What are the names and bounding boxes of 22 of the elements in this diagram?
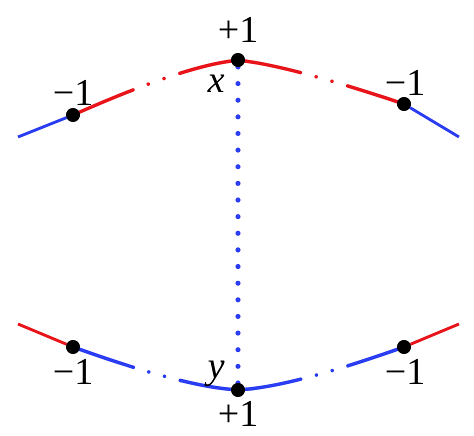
- vertex-dot: [397, 340, 411, 354]
- variable-label: x: [208, 61, 224, 99]
- dotted-curve: [243, 348, 400, 392]
- dotted-curve: [243, 59, 400, 104]
- value-label: +1: [218, 395, 258, 433]
- value-label: +1: [218, 11, 258, 49]
- value-label: −1: [52, 74, 94, 112]
- dotted-curve: [78, 59, 233, 114]
- value-label: −1: [384, 64, 426, 102]
- curve-segment: [17, 322, 68, 346]
- vertex-dot: [66, 340, 80, 354]
- curve-segment: [409, 106, 460, 138]
- vertex-dot: [397, 97, 411, 111]
- value-label: −1: [52, 353, 94, 391]
- vertex-dot: [231, 383, 245, 397]
- curve-segment: [17, 116, 68, 138]
- dotted-line: [236, 64, 240, 386]
- value-label: −1: [384, 353, 426, 391]
- vertex-dot: [66, 108, 80, 122]
- curve-segment: [410, 322, 460, 346]
- dotted-curve: [78, 348, 233, 392]
- vertex-dot: [231, 53, 245, 67]
